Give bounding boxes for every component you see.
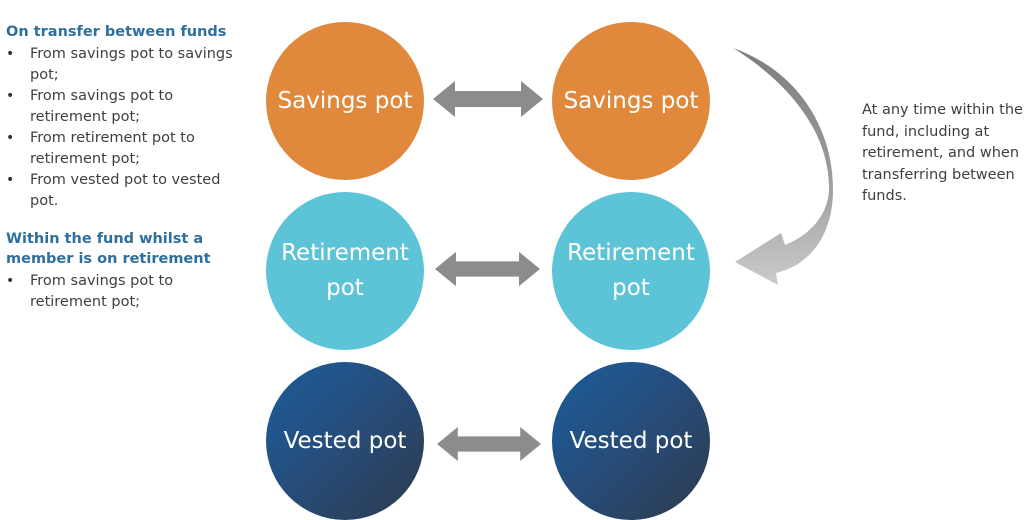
savings-pot-circle-right: Savings pot xyxy=(552,22,710,180)
section-title-transfer-between-funds: On transfer between funds xyxy=(6,24,227,40)
double-arrow-icon xyxy=(433,81,543,117)
vested-pot-circle-right: Vested pot xyxy=(552,362,710,520)
list-item: From savings pot to retirement pot; xyxy=(6,271,251,313)
transfer-between-funds-list: From savings pot to savings pot; From sa… xyxy=(6,44,251,212)
list-item: From savings pot to savings pot; xyxy=(6,44,251,86)
retirement-pot-circle-right: Retirement pot xyxy=(552,192,710,350)
list-item: From retirement pot to retirement pot; xyxy=(6,128,251,170)
within-fund-list: From savings pot to retirement pot; xyxy=(6,271,251,313)
curved-arrow-icon xyxy=(733,48,833,285)
vested-pot-circle-left: Vested pot xyxy=(266,362,424,520)
note-text: At any time within the fund, including a… xyxy=(862,102,1023,204)
left-panel: On transfer between funds From savings p… xyxy=(6,22,251,313)
double-arrow-icon xyxy=(437,426,541,462)
savings-pot-circle-left: Savings pot xyxy=(266,22,424,180)
list-item: From savings pot to retirement pot; xyxy=(6,86,251,128)
list-item: From vested pot to vested pot. xyxy=(6,170,251,212)
retirement-pot-circle-left: Retirement pot xyxy=(266,192,424,350)
section-title-within-fund: Within the fund whilst a member is on re… xyxy=(6,231,211,267)
double-arrow-icon xyxy=(435,251,540,287)
